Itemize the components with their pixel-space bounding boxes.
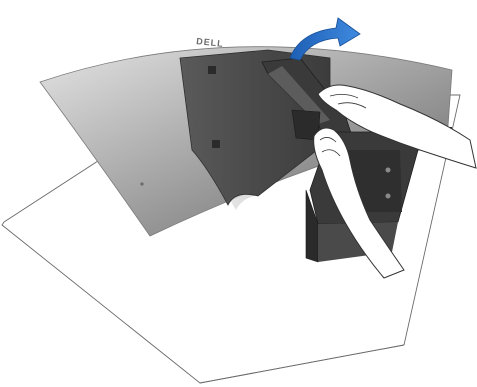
vesa-hole-icon [140,182,143,185]
brand-logo: DELL [194,36,225,50]
vesa-hole-icon [386,194,391,199]
vesa-hole-icon [212,140,220,148]
vesa-hole-icon [386,168,391,173]
brand-logo-text: DELL [196,36,224,49]
vesa-hole-icon [208,66,216,74]
